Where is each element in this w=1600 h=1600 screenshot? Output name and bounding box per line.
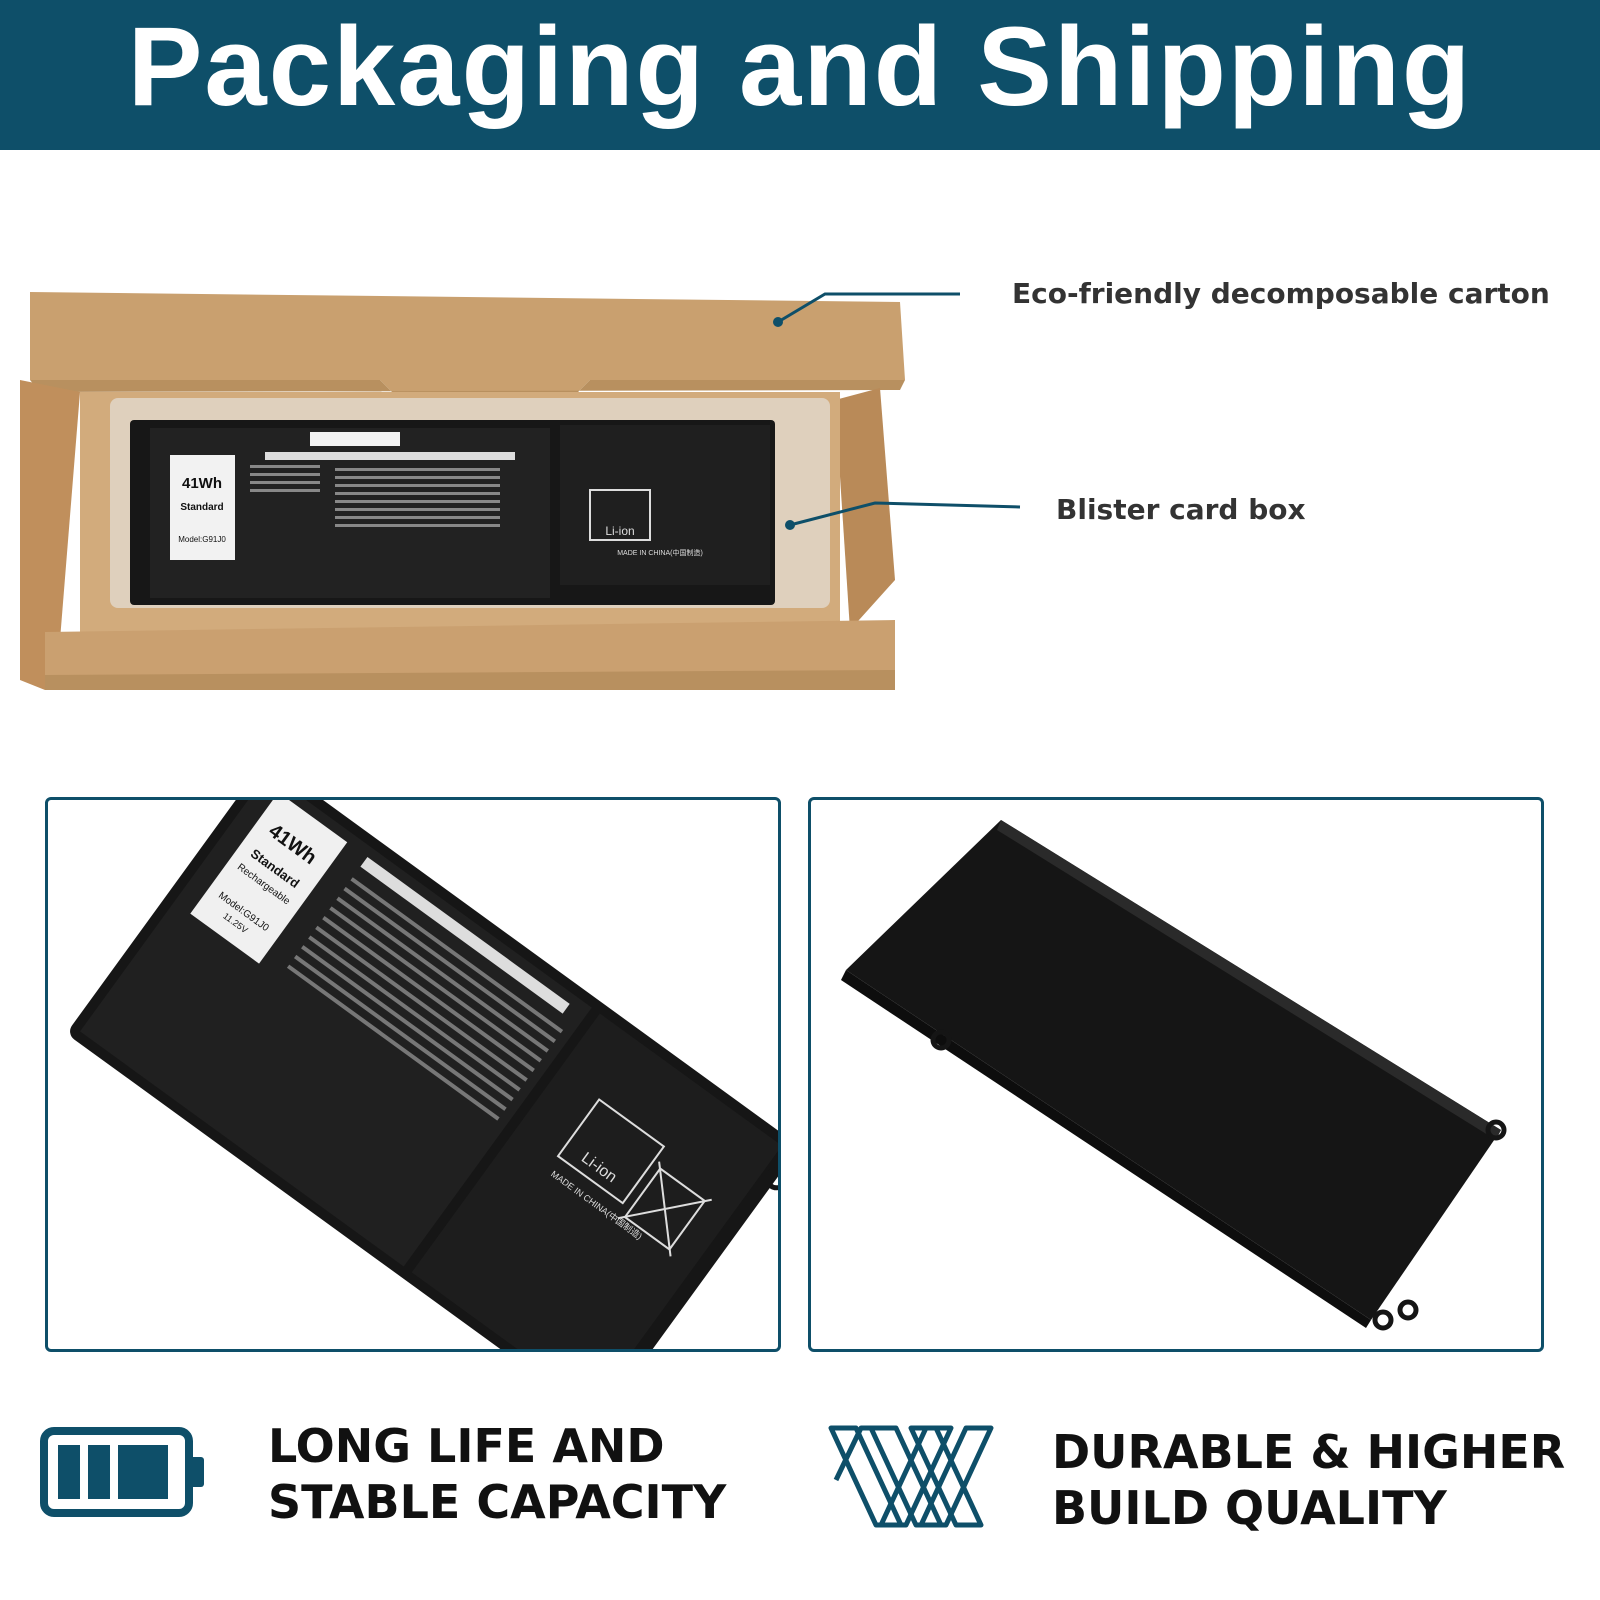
battery-front-frame: 41Wh Standard Rechargeable Model:G91J0 1…: [45, 797, 781, 1352]
carton-battery-capacity: 41Wh: [182, 475, 222, 492]
carton-battery-recycle: Li-ion: [605, 524, 634, 538]
feature-long-life-line2: STABLE CAPACITY: [268, 1475, 727, 1529]
battery-back-photo: [841, 820, 1507, 1331]
battery-front-photo: 41Wh Standard Rechargeable Model:G91J0 1…: [70, 800, 778, 1349]
battery-back-frame: [808, 797, 1544, 1352]
feature-durable: DURABLE & HIGHER BUILD QUALITY: [1052, 1424, 1565, 1536]
carton-battery-grade: Standard: [180, 502, 223, 513]
page-title: Packaging and Shipping: [127, 4, 1473, 129]
feature-long-life-line1: LONG LIFE AND: [268, 1419, 665, 1473]
header-banner: Packaging and Shipping: [0, 0, 1600, 150]
blister-callout-line: [785, 501, 1021, 530]
carton-battery: 41Wh Standard Model:G91J0 Li-ion MADE IN…: [130, 420, 775, 605]
carton-photo: 41Wh Standard Model:G91J0 Li-ion MADE IN…: [20, 292, 960, 690]
carton-battery-origin: MADE IN CHINA(中国制造): [617, 548, 703, 557]
battery-icon: [40, 1427, 204, 1517]
blister-callout-label: Blister card box: [1056, 493, 1306, 526]
carton-callout-label: Eco-friendly decomposable carton: [1012, 277, 1550, 310]
feature-durable-line1: DURABLE & HIGHER: [1052, 1425, 1566, 1479]
twisted-strands-icon: [828, 1425, 994, 1528]
feature-durable-line2: BUILD QUALITY: [1052, 1481, 1447, 1535]
carton-battery-model: Model:G91J0: [178, 535, 226, 544]
feature-long-life: LONG LIFE AND STABLE CAPACITY: [268, 1418, 726, 1530]
